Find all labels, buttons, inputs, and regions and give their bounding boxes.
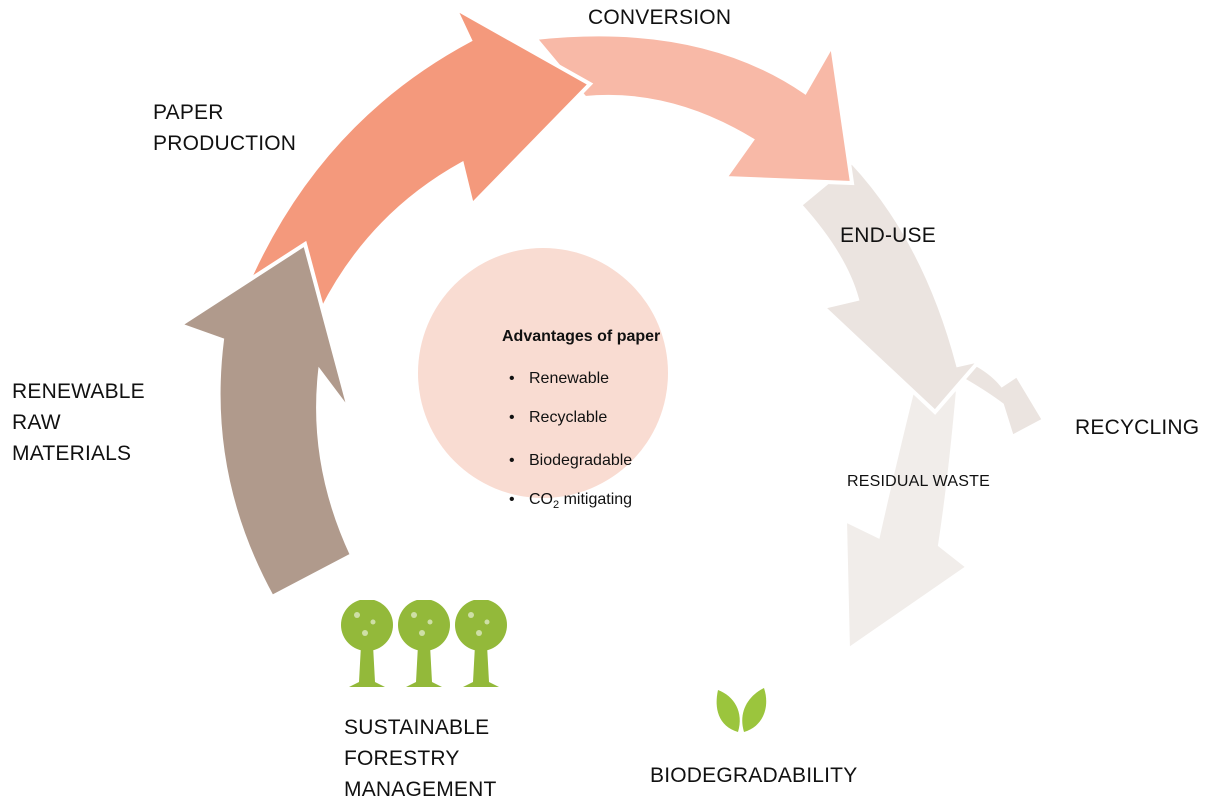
recycling-arrow bbox=[951, 357, 1047, 440]
leaf-icon bbox=[716, 688, 767, 732]
advantage-item: •Recyclable bbox=[509, 409, 608, 426]
advantages-title: Advantages of paper bbox=[502, 328, 661, 345]
label-residual-waste: RESIDUAL WASTE bbox=[847, 473, 990, 490]
label-end-use: END-USE bbox=[840, 224, 936, 247]
tree-icon bbox=[341, 600, 507, 687]
label-sustainable-forestry-management: SUSTAINABLE FORESTRY MANAGEMENT bbox=[344, 716, 497, 801]
label-paper-production: PAPER PRODUCTION bbox=[153, 101, 297, 155]
label-renewable-raw-materials: RENEWABLE RAW MATERIALS bbox=[12, 380, 145, 465]
conversion-arrow bbox=[531, 32, 855, 186]
advantage-item: •Biodegradable bbox=[509, 452, 633, 469]
label-conversion: CONVERSION bbox=[588, 6, 732, 29]
raw-materials-arrow bbox=[175, 240, 355, 600]
label-recycling: RECYCLING bbox=[1075, 416, 1200, 439]
advantages-circle bbox=[418, 248, 668, 498]
residual-waste-arrow bbox=[842, 377, 972, 654]
label-biodegradability: BIODEGRADABILITY bbox=[650, 764, 858, 787]
end-use-arrow bbox=[797, 159, 986, 415]
paper-production-arrow bbox=[245, 3, 594, 313]
advantage-item: •Renewable bbox=[509, 370, 610, 387]
advantage-item-co2: •CO2 mitigating bbox=[509, 491, 633, 512]
